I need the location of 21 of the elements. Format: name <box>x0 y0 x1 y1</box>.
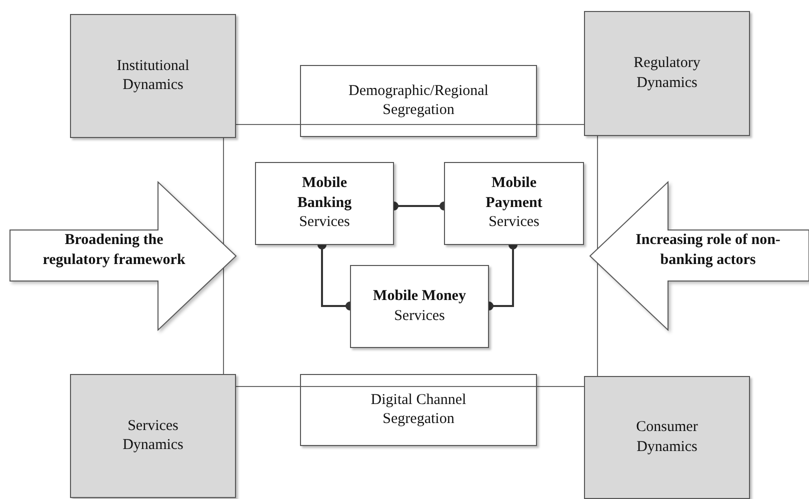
process-box <box>255 162 394 245</box>
arrow-label: Broadening the regulatory framework <box>42 231 186 270</box>
frame-rectangle <box>223 124 598 387</box>
box-label: Demographic/Regional Segregation <box>348 82 490 120</box>
process-box <box>350 265 489 348</box>
box-label: Mobile Payment Services <box>484 174 544 232</box>
box-label: Institutional Dynamics <box>116 56 190 95</box>
box-label: Mobile Banking Services <box>296 174 353 232</box>
box-label: Regulatory Dynamics <box>632 54 702 92</box>
dynamics-box <box>70 14 236 138</box>
process-box <box>300 374 537 446</box>
box-label: Services Dynamics <box>122 416 184 455</box>
box-label: Consumer Dynamics <box>635 418 699 456</box>
dynamics-box <box>584 376 750 499</box>
box-label: Digital Channel Segregation <box>370 390 468 429</box>
dynamics-box <box>70 374 236 498</box>
arrow-label: Increasing role of non-banking actors <box>634 231 782 270</box>
process-box <box>444 162 584 245</box>
dynamics-box <box>584 11 750 136</box>
box-label: Mobile Money Services <box>373 287 466 326</box>
process-box <box>300 65 537 137</box>
